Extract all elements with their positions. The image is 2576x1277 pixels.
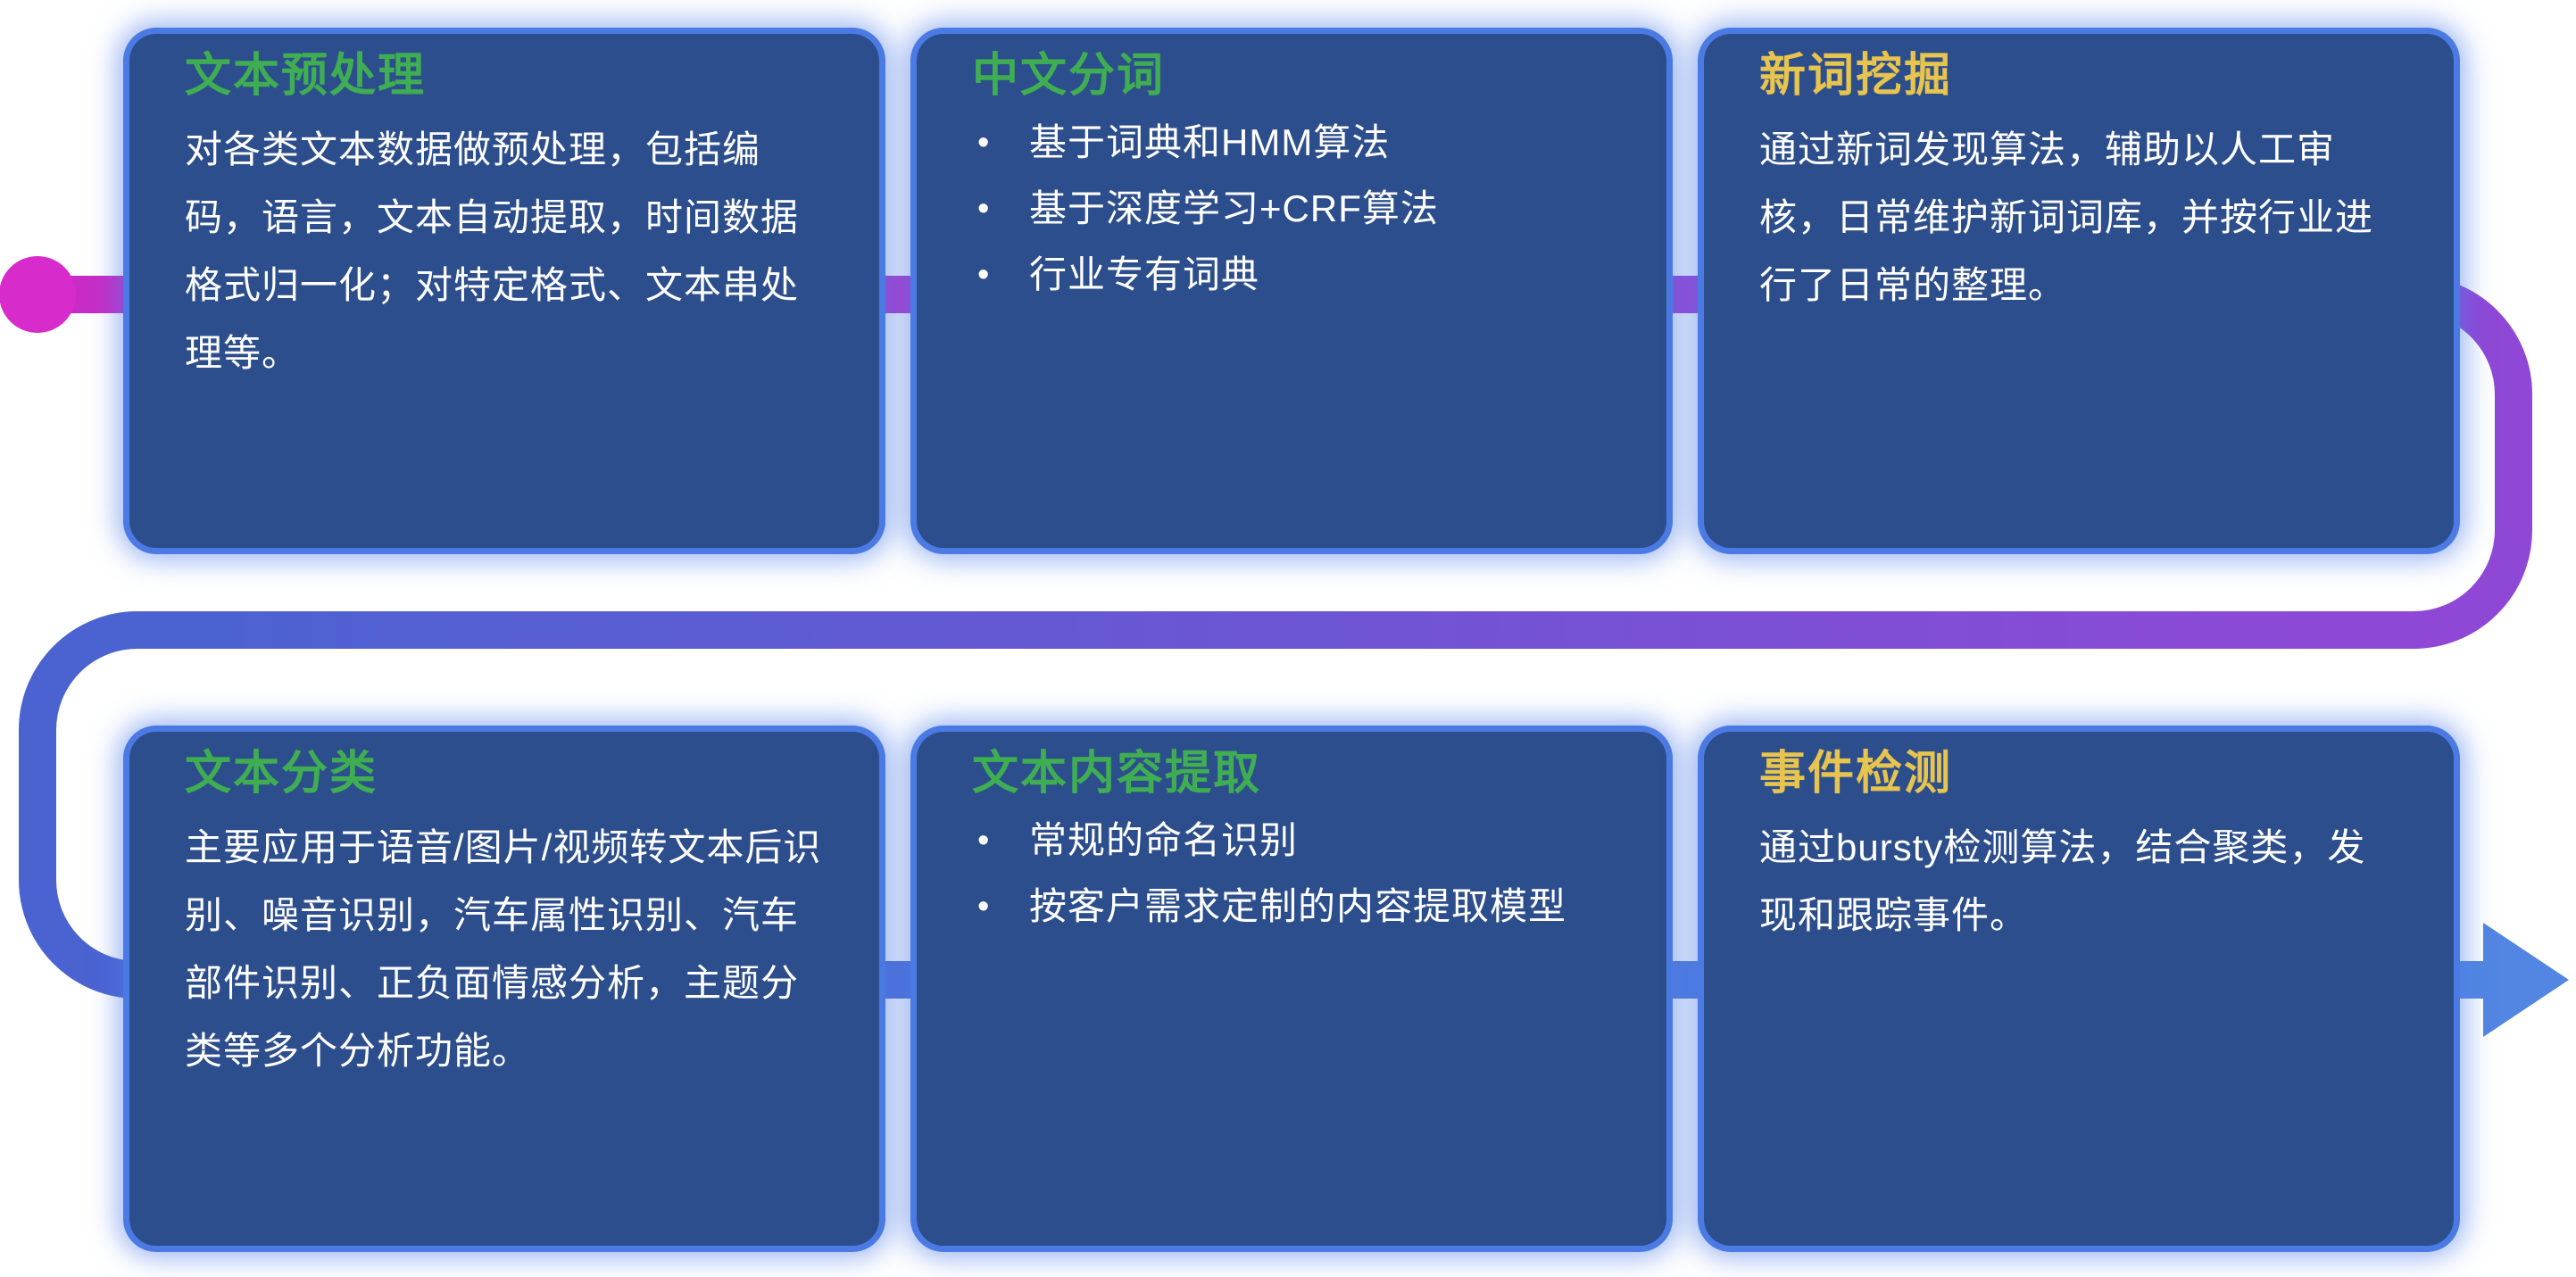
card-body: 对各类文本数据做预处理，包括编码，语言，文本自动提取，时间数据格式归一化；对特定… [185,128,800,374]
flow-curve-right [2321,276,2532,649]
card-text-content-extraction: 文本内容提取 常规的命名识别按客户需求定制的内容提取模型 [917,732,1666,1246]
card-bullet-list: 常规的命名识别按客户需求定制的内容提取模型 [972,817,1611,930]
arrow-head-icon [2483,923,2569,1037]
bullet-item: 按客户需求定制的内容提取模型 [972,883,1611,930]
card-title: 文本内容提取 [972,748,1262,800]
card-chinese-word-segmentation: 中文分词 基于词典和HMM算法基于深度学习+CRF算法行业专有词典 [917,34,1666,548]
bullet-item: 行业专有词典 [972,252,1611,298]
bullet-item: 基于词典和HMM算法 [972,120,1611,166]
card-title: 中文分词 [972,50,1166,102]
card-title: 文本预处理 [185,50,427,102]
flow-curve-left [19,611,232,999]
card-body: 主要应用于语音/图片/视频转文本后识别、噪音识别，汽车属性识别、汽车部件识别、正… [185,825,822,1072]
card-title: 文本分类 [185,748,378,800]
card-text-preprocessing: 文本预处理 对各类文本数据做预处理，包括编码，语言，文本自动提取，时间数据格式归… [129,34,879,548]
card-body: 通过新词发现算法，辅助以人工审核，日常维护新词词库，并按行业进行了日常的整理。 [1759,128,2374,306]
bullet-item: 基于深度学习+CRF算法 [972,186,1611,232]
card-title: 新词挖掘 [1759,50,1953,102]
bullet-item: 常规的命名识别 [972,817,1611,864]
card-bullet-list: 基于词典和HMM算法基于深度学习+CRF算法行业专有词典 [972,120,1611,298]
flow-start-dot [0,256,76,333]
card-event-detection: 事件检测 通过bursty检测算法，结合聚类，发现和跟踪事件。 [1704,732,2454,1246]
card-body: 通过bursty检测算法，结合聚类，发现和跟踪事件。 [1759,825,2366,936]
card-new-word-mining: 新词挖掘 通过新词发现算法，辅助以人工审核，日常维护新词词库，并按行业进行了日常… [1704,34,2454,548]
card-title: 事件检测 [1759,748,1953,800]
card-text-classification: 文本分类 主要应用于语音/图片/视频转文本后识别、噪音识别，汽车属性识别、汽车部… [129,732,879,1246]
